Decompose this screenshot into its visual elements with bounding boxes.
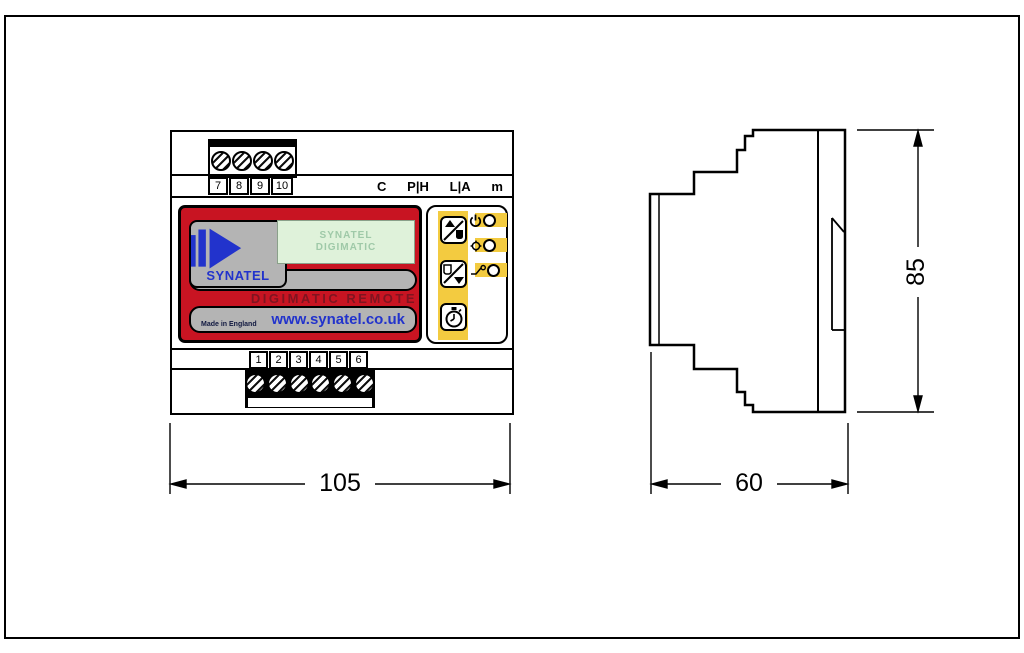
gear-icon [470, 240, 482, 251]
timer-button [440, 303, 467, 331]
screw-icon [274, 151, 295, 171]
terminal-label: 6 [349, 351, 368, 369]
stopwatch-icon [445, 307, 463, 328]
logo-panel: SYNATEL [189, 220, 287, 288]
screw-icon [288, 373, 310, 394]
gear-led-row [470, 239, 496, 252]
arrow-up-slash-vessel-icon [443, 220, 464, 241]
bottom-terminal-block [245, 370, 375, 408]
terminal-label: 5 [329, 351, 348, 369]
vessel-slash-arrow-down-icon [443, 263, 464, 284]
terminal-block-cap [210, 141, 295, 147]
terminal-label: 2 [269, 351, 288, 369]
divider-line [172, 196, 512, 198]
signal-label: m [491, 178, 503, 194]
website-text: www.synatel.co.uk [271, 311, 405, 328]
terminal-label: 9 [250, 177, 270, 195]
down-button [440, 260, 467, 288]
origin-text: Made in England [201, 321, 257, 328]
signal-label: L|A [449, 178, 471, 194]
depth-dimension-label: 60 [721, 469, 777, 497]
relay-led-row [471, 264, 500, 277]
switch-contact-icon [471, 264, 486, 275]
up-button [440, 216, 467, 244]
website-bar: Made in England www.synatel.co.uk [189, 306, 417, 333]
power-led [483, 214, 496, 227]
relay-led [487, 264, 500, 277]
drawing-border-frame [4, 15, 1020, 639]
screw-icon [331, 373, 353, 394]
terminal-block-base [247, 397, 373, 408]
signal-label: P|H [407, 178, 429, 194]
lcd-display: SYNATEL DIGIMATIC [277, 220, 415, 264]
lcd-line: SYNATEL [319, 230, 373, 241]
terminal-label: 10 [271, 177, 293, 195]
terminal-label: 3 [289, 351, 308, 369]
screw-icon [245, 373, 267, 394]
screw-icon [310, 373, 332, 394]
width-dimension-label: 105 [305, 469, 375, 497]
synatel-logo-icon [191, 228, 242, 269]
dimension-60-lines [649, 352, 850, 494]
screw-icon [231, 151, 252, 171]
divider-line [172, 368, 512, 370]
front-view: 7 8 9 10 C P|H L|A m SYNATEL [170, 130, 514, 415]
side-view [648, 128, 847, 414]
terminal-label: 4 [309, 351, 328, 369]
screw-icon [253, 151, 274, 171]
terminal-label: 1 [249, 351, 268, 369]
run-led [483, 239, 496, 252]
height-dimension-label: 85 [902, 247, 930, 297]
signal-label: C [377, 178, 387, 194]
screw-icon [266, 373, 288, 394]
terminal-label: 7 [208, 177, 228, 195]
bottom-terminal-numbers: 1 2 3 4 5 6 [249, 351, 369, 369]
signal-labels: C P|H L|A m [377, 177, 503, 195]
power-icon [469, 214, 482, 227]
terminal-label: 8 [229, 177, 249, 195]
din-clip [831, 217, 845, 331]
brand-text: SYNATEL [206, 268, 270, 283]
top-terminal-numbers: 7 8 9 10 [208, 177, 294, 195]
screw-icon [210, 151, 231, 171]
divider-line [172, 348, 512, 350]
top-terminal-block [208, 139, 297, 178]
bottom-terminal-screws [245, 370, 375, 397]
divider-line [172, 174, 512, 176]
faceplate: SYNATEL SYNATEL DIGIMATIC DIGIMATIC REMO… [178, 205, 422, 343]
product-name: DIGIMATIC REMOTE [250, 291, 417, 306]
button-panel [426, 205, 508, 344]
lcd-line: DIGIMATIC [315, 242, 377, 253]
power-led-row [469, 214, 496, 227]
top-terminal-screws [210, 151, 295, 171]
screw-icon [353, 373, 375, 394]
side-profile-outline [648, 128, 847, 414]
